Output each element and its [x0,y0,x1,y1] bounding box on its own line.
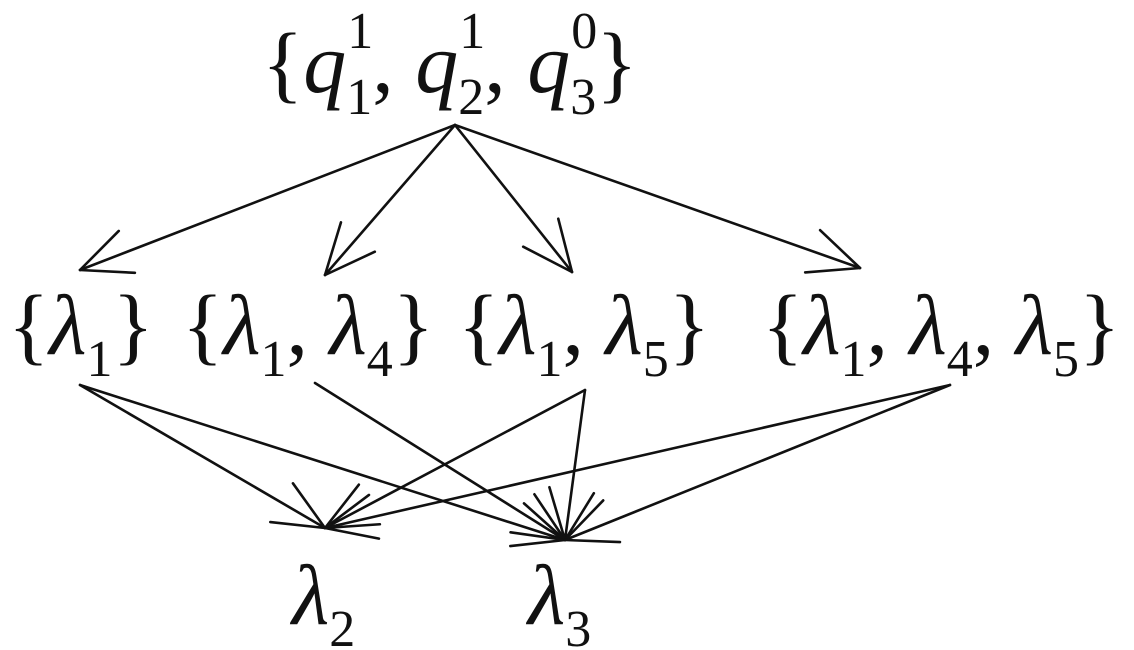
close-brace: } [392,277,435,373]
term-subscript: 5 [1053,331,1080,388]
arrow-m3-to-b2 [323,388,587,530]
term-subscript: 1 [840,331,867,388]
comma: , [562,277,606,373]
term-subscript: 1 [86,331,113,388]
term: λ1 [223,282,286,386]
term-subscript: 2 [458,69,485,126]
term-subscript: 3 [565,601,592,650]
open-brace: { [458,277,500,373]
term-subscript: 4 [946,331,973,388]
open-brace: { [762,277,804,373]
arrow-top-to-m4 [453,123,862,274]
term: λ1 [499,282,562,386]
close-brace: } [596,15,638,111]
open-brace: { [8,277,50,373]
term-base: λ [909,277,947,373]
comma: , [484,15,528,111]
term-base: q [527,15,571,111]
term-subscript: 1 [536,331,563,388]
term-superscript: 1 [347,3,374,60]
arrow-top-to-m3 [453,123,574,274]
comma: , [866,277,910,373]
term: λ5 [1016,282,1079,386]
term-base: λ [528,547,566,643]
term: λ2 [292,552,355,650]
close-brace: } [112,277,154,373]
open-brace: { [182,277,224,373]
term-subscript: 1 [260,331,287,388]
term-subscript: 3 [570,69,597,126]
term: λ3 [528,552,591,650]
term: λ1 [803,282,866,386]
term-base: λ [605,277,643,373]
term-base: λ [1015,277,1054,373]
term-base: q [415,15,459,111]
term: λ5 [606,282,669,386]
node-m3: {λ1, λ5} [458,282,710,386]
term: λ4 [330,282,393,386]
term: λ1 [49,282,112,386]
node-b2: λ2 [292,552,355,650]
term-subscript: 2 [329,601,356,650]
term-base: λ [223,277,261,373]
arrow-top-to-m2 [323,123,457,277]
term-superscript: 1 [459,3,486,60]
term-base: λ [49,277,87,373]
arrow-m2-to-b3 [313,381,567,542]
term-base: λ [499,277,537,373]
comma: , [972,277,1016,373]
arrow-m4-to-b3 [563,383,952,544]
arrow-m1-to-b3 [78,383,567,548]
arrow-m4-to-b2 [323,383,952,540]
open-brace: { [262,15,304,111]
comma: , [372,15,416,111]
close-brace: } [668,277,711,373]
term-subscript: 4 [366,331,393,388]
term-base: λ [803,277,841,373]
node-b3: λ3 [528,552,591,650]
close-brace: } [1079,277,1121,373]
arrow-top-to-m1 [78,123,457,275]
node-m2: {λ1, λ4} [182,282,434,386]
term-superscript: 0 [571,3,598,60]
term-base: λ [292,547,330,643]
comma: , [286,277,330,373]
term: λ4 [910,282,973,386]
arrow-m1-to-b2 [78,383,327,530]
term-base: λ [329,277,367,373]
arrow-m3-to-b3 [548,388,596,542]
term-subscript: 5 [642,331,669,388]
node-m1: {λ1} [8,282,154,386]
term-subscript: 1 [346,69,373,126]
node-m4: {λ1, λ4, λ5} [762,282,1120,386]
term-base: q [303,15,347,111]
